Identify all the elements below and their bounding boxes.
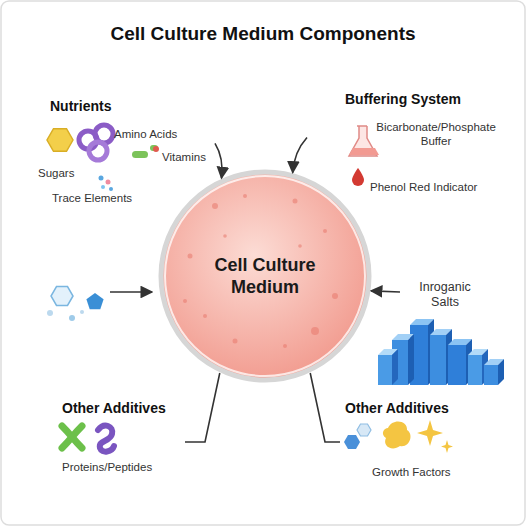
medium-dot [243,194,247,198]
medium-dot [283,344,287,348]
medium-ring [165,176,365,376]
amino-ring [89,142,107,160]
component-label: Phenol Red Indicator [370,181,477,195]
factor-hexagon [357,424,371,436]
medium-dot [311,327,319,335]
factor-blob [383,421,411,448]
component-group: Other AdditivesProteins/Peptides [55,398,185,478]
vitamin-dot [153,146,159,152]
molecule-dot [47,310,53,316]
connector-line [310,373,340,442]
component-group: Other AdditivesGrowth Factors [340,398,465,482]
trace-dot [101,185,105,189]
circle-outline [158,169,372,383]
component-label: Trace Elements [52,192,132,206]
component-label: Growth Factors [372,466,451,480]
diagram-title: Cell Culture Medium Components [0,23,526,45]
crystal-prism [378,349,398,385]
medium-dot [183,299,187,303]
group-heading: Buffering System [345,91,461,108]
molecule-hexagon [51,287,73,306]
component-label: Bicarbonate/Phosphate Buffer [372,121,500,149]
medium-dot [323,229,327,233]
medium-dot [233,339,238,344]
connector-line [185,373,220,442]
component-label: Proteins/Peptides [62,461,152,475]
medium-circle-node: Cell Culture Medium [158,169,372,383]
component-label: Vitamins [162,151,206,165]
trace-dot [109,187,113,191]
flask-liquid [349,148,379,155]
left-icons [47,287,152,322]
peptide-shape [98,426,114,452]
component-group: Inroganic Salts [400,278,490,318]
node-title: Cell Culture Medium [195,254,335,299]
medium-circle [161,172,369,380]
crystal-prism [484,359,504,385]
buffer-icons [349,126,379,186]
trace-dot [99,176,104,181]
trace-dot [106,180,111,185]
medium-dot [203,314,207,318]
group-heading: Nutrients [50,98,111,115]
medium-dot [188,254,193,259]
medium-dot [332,293,338,299]
vitamin-pill [150,145,158,151]
group-heading: Other Additives [62,400,166,417]
factor-hexagon [344,435,360,449]
sugar-hexagon [47,129,73,152]
component-label: Inroganic Salts [410,280,480,310]
connector-arrow [215,143,222,178]
crystal-prism [392,334,414,385]
component-label: Amino Acids [114,128,177,142]
growth-factor-icons [344,420,453,453]
protein-icons [62,426,114,452]
connector-arrow [293,138,307,173]
medium-dot [293,199,298,204]
group-heading: Other Additives [345,400,449,417]
leader-arrow [110,291,152,293]
component-group: Buffering SystemBicarbonate/Phosphate Bu… [300,88,500,198]
component-group: NutrientsAmino AcidsVitaminsSugarsTrace … [30,95,215,210]
molecule-pentagon [86,293,103,309]
protein-shape [62,426,82,448]
medium-dot [212,203,218,209]
molecule-dot [69,315,75,321]
sparkle [417,420,443,446]
molecule-dot [80,310,84,314]
component-label: Sugars [38,167,74,181]
connector-arrow [371,291,400,292]
medium-dot [298,244,302,248]
medium-dot [223,234,227,238]
indicator-drop [352,168,364,186]
vitamin-pill [132,151,148,158]
salt-crystals [378,319,504,385]
sparkle [441,440,453,453]
